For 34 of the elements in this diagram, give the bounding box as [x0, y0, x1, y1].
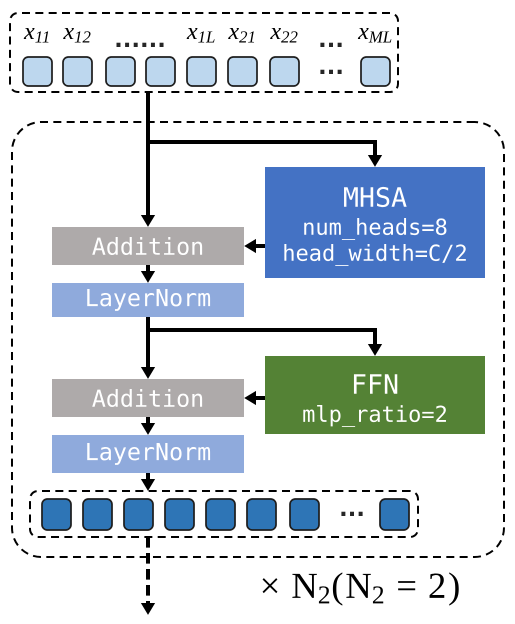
- token-square: [82, 498, 113, 531]
- block-frame: [11, 121, 505, 558]
- process-box: Addition: [52, 227, 244, 265]
- process-box: LayerNorm: [52, 283, 244, 317]
- token-square: [289, 498, 320, 531]
- ellipsis: ...: [341, 512, 363, 516]
- process-box: Addition: [52, 379, 244, 417]
- box-title: FFN: [354, 374, 398, 394]
- ellipsis: ...: [320, 42, 342, 47]
- box-title: MHSA: [344, 186, 407, 208]
- ellipsis: ...: [320, 70, 342, 74]
- process-box: LayerNorm: [52, 435, 244, 473]
- token-group-frame: [29, 490, 419, 538]
- box-text: mlp_ratio=2: [303, 405, 446, 427]
- token-square: [164, 498, 195, 531]
- token-square: [205, 498, 236, 531]
- token-square: [246, 498, 277, 531]
- token-label: x$_{11}$: [24, 28, 48, 42]
- ellipsis: ......: [116, 42, 164, 47]
- token-label: x$_{ML}$: [358, 28, 392, 42]
- process-box: [265, 167, 485, 278]
- token-square: [41, 498, 72, 531]
- token-square: [379, 498, 410, 531]
- connector-line: [146, 92, 150, 144]
- token-label: x$_{1L}$: [186, 28, 215, 42]
- token-square: [123, 498, 154, 531]
- token-label: x$_{21}$: [228, 28, 254, 42]
- repeat-label: × N$_{2}$(N$_{2}$ = 2): [262, 572, 459, 606]
- box-text: num_heads=8 head_width=C/2: [284, 218, 466, 266]
- connector-line: [146, 317, 150, 332]
- token-group-frame: [9, 12, 399, 93]
- token-label: x$_{22}$: [270, 28, 298, 42]
- token-label: x$_{12}$: [63, 28, 91, 42]
- process-box: [265, 356, 485, 434]
